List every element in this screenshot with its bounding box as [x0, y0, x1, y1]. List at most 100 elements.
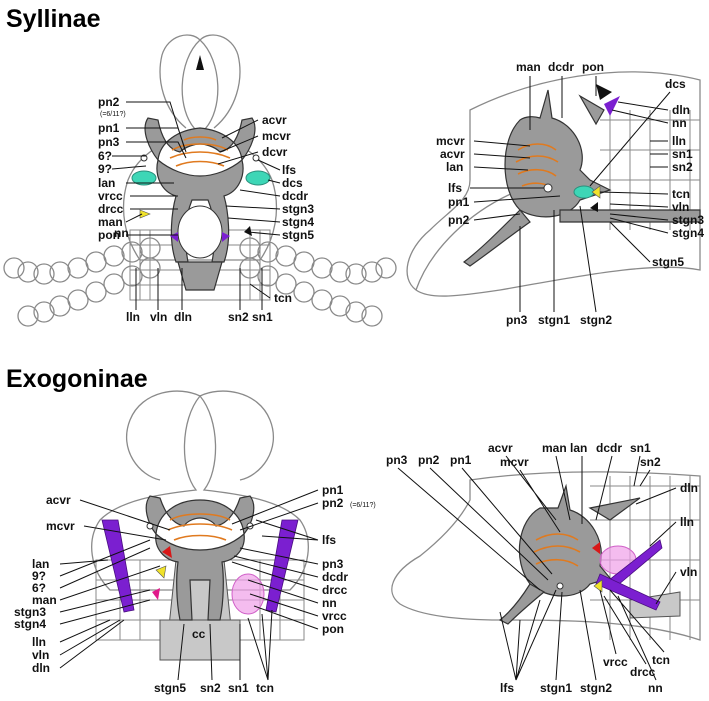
- syllinae-dorsal-labels: pn2 (=6/11?) pn1 pn3 6? 9? lan vrcc drcc…: [98, 95, 314, 324]
- label-sn1-exol: sn1: [630, 441, 651, 455]
- syllinae-dorsal-illustration: [3, 34, 397, 327]
- label-dln-exo: dln: [32, 661, 50, 675]
- label-sn2-exo: sn2: [200, 681, 221, 695]
- label-nn-exo: nn: [322, 596, 337, 610]
- label-pn2-lat: pn2: [448, 213, 470, 227]
- label-pn3-exol: pn3: [386, 453, 408, 467]
- label-sn1-lat: sn1: [672, 147, 693, 161]
- label-tcn-lat: tcn: [672, 187, 690, 201]
- label-tcn-exol: tcn: [652, 653, 670, 667]
- label-drcc: drcc: [98, 202, 124, 216]
- label-vrcc-exol: vrcc: [603, 655, 628, 669]
- label-stgn5-exo: stgn5: [154, 681, 186, 695]
- label-lln: lln: [126, 310, 140, 324]
- label-cc-exo: cc: [192, 627, 206, 641]
- label-sn2-lat: sn2: [672, 160, 693, 174]
- label-stgn3-lat: stgn3: [672, 213, 704, 227]
- label-pn3-lat: pn3: [506, 313, 528, 327]
- label-dcdr-exo: dcdr: [322, 570, 348, 584]
- label-mcvr-lat: mcvr: [436, 134, 465, 148]
- label-mcvr-exo: mcvr: [46, 519, 75, 533]
- label-dcs: dcs: [282, 176, 303, 190]
- section-title-exogoninae: Exogoninae: [6, 365, 148, 393]
- label-pn3-exo: pn3: [322, 557, 344, 571]
- section-title-syllinae: Syllinae: [6, 5, 101, 33]
- label-stgn2-lat: stgn2: [580, 313, 612, 327]
- label-mcvr-exol: mcvr: [500, 455, 529, 469]
- label-stgn3: stgn3: [282, 202, 314, 216]
- label-nn-lat: nn: [672, 116, 687, 130]
- label-stgn4-lat: stgn4: [672, 226, 704, 240]
- label-tcn-exo: tcn: [256, 681, 274, 695]
- label-dln-exol: dln: [680, 481, 698, 495]
- label-dln: dln: [174, 310, 192, 324]
- exogoninae-lateral-labels: pn3 pn2 pn1 acvr mcvr man lan dcdr sn1 s…: [386, 441, 698, 695]
- label-acvr: acvr: [262, 113, 287, 127]
- label-acvr-exo: acvr: [46, 493, 71, 507]
- label-acvr-exol: acvr: [488, 441, 513, 455]
- label-sn2-exol: sn2: [640, 455, 661, 469]
- label-lfs-exo: lfs: [322, 533, 336, 547]
- label-pn3: pn3: [98, 135, 120, 149]
- label-pon-exo: pon: [322, 622, 344, 636]
- label-pn1-exol: pn1: [450, 453, 472, 467]
- label-lan-exo: lan: [32, 557, 49, 571]
- label-pn1: pn1: [98, 121, 120, 135]
- label-pn1-lat: pn1: [448, 195, 470, 209]
- syllinae-lateral-illustration: [406, 71, 701, 297]
- label-drcc-exo: drcc: [322, 583, 348, 597]
- label-mcvr: mcvr: [262, 129, 291, 143]
- label-lan: lan: [98, 176, 115, 190]
- label-stgn3-exo: stgn3: [14, 605, 46, 619]
- label-lan-lat: lan: [446, 160, 463, 174]
- label-stgn2-exol: stgn2: [580, 681, 612, 695]
- label-acvr-lat: acvr: [440, 147, 465, 161]
- exogoninae-dorsal-illustration: [91, 390, 309, 661]
- label-dln-lat: dln: [672, 103, 690, 117]
- label-vln-lat: vln: [672, 200, 689, 214]
- label-dcdr: dcdr: [282, 189, 308, 203]
- label-lln-lat: lln: [672, 134, 686, 148]
- label-pn1-exo: pn1: [322, 483, 344, 497]
- label-pn2: pn2: [98, 95, 120, 109]
- exogoninae-dorsal-labels: acvr mcvr lan 9? 6? man stgn3 stgn4 lln …: [14, 483, 376, 695]
- label-lln-exol: lln: [680, 515, 694, 529]
- syllinae-lateral-labels: man dcdr pon dcs dln nn lln sn1 sn2 mcvr…: [436, 60, 704, 327]
- label-dcvr: dcvr: [262, 145, 288, 159]
- label-vln-exo: vln: [32, 648, 49, 662]
- label-sn2: sn2: [228, 310, 249, 324]
- label-stgn4: stgn4: [282, 215, 314, 229]
- label-stgn1-lat: stgn1: [538, 313, 570, 327]
- label-lfs-exol: lfs: [500, 681, 514, 695]
- label-pn2-exo: pn2: [322, 496, 344, 510]
- label-dcdr-exol: dcdr: [596, 441, 622, 455]
- label-man-exol: man: [542, 441, 567, 455]
- exogoninae-lateral-illustration: [391, 471, 701, 641]
- label-nn-exol: nn: [648, 681, 663, 695]
- label-vrcc: vrcc: [98, 189, 123, 203]
- label-nn: nn: [114, 226, 129, 240]
- label-stgn5: stgn5: [282, 228, 314, 242]
- label-pn2-exo-note: (=6/11?): [350, 502, 376, 509]
- label-man-exo: man: [32, 593, 57, 607]
- label-lan-exol: lan: [570, 441, 587, 455]
- label-man-lat: man: [516, 60, 541, 74]
- label-sn1: sn1: [252, 310, 273, 324]
- label-vln-exol: vln: [680, 565, 697, 579]
- label-9q-exo: 9?: [32, 569, 46, 583]
- label-dcdr-lat: dcdr: [548, 60, 574, 74]
- label-stgn5-lat: stgn5: [652, 255, 684, 269]
- label-lfs: lfs: [282, 163, 296, 177]
- label-6q-exo: 6?: [32, 581, 46, 595]
- label-9q: 9?: [98, 162, 112, 176]
- label-drcc-exol: drcc: [630, 665, 656, 679]
- label-6q: 6?: [98, 149, 112, 163]
- label-pn2-exol: pn2: [418, 453, 440, 467]
- label-pon-lat: pon: [582, 60, 604, 74]
- label-vln: vln: [150, 310, 167, 324]
- label-sn1-exo: sn1: [228, 681, 249, 695]
- label-pon: pon: [98, 228, 120, 242]
- label-lfs-lat: lfs: [448, 181, 462, 195]
- label-vrcc-exo: vrcc: [322, 609, 347, 623]
